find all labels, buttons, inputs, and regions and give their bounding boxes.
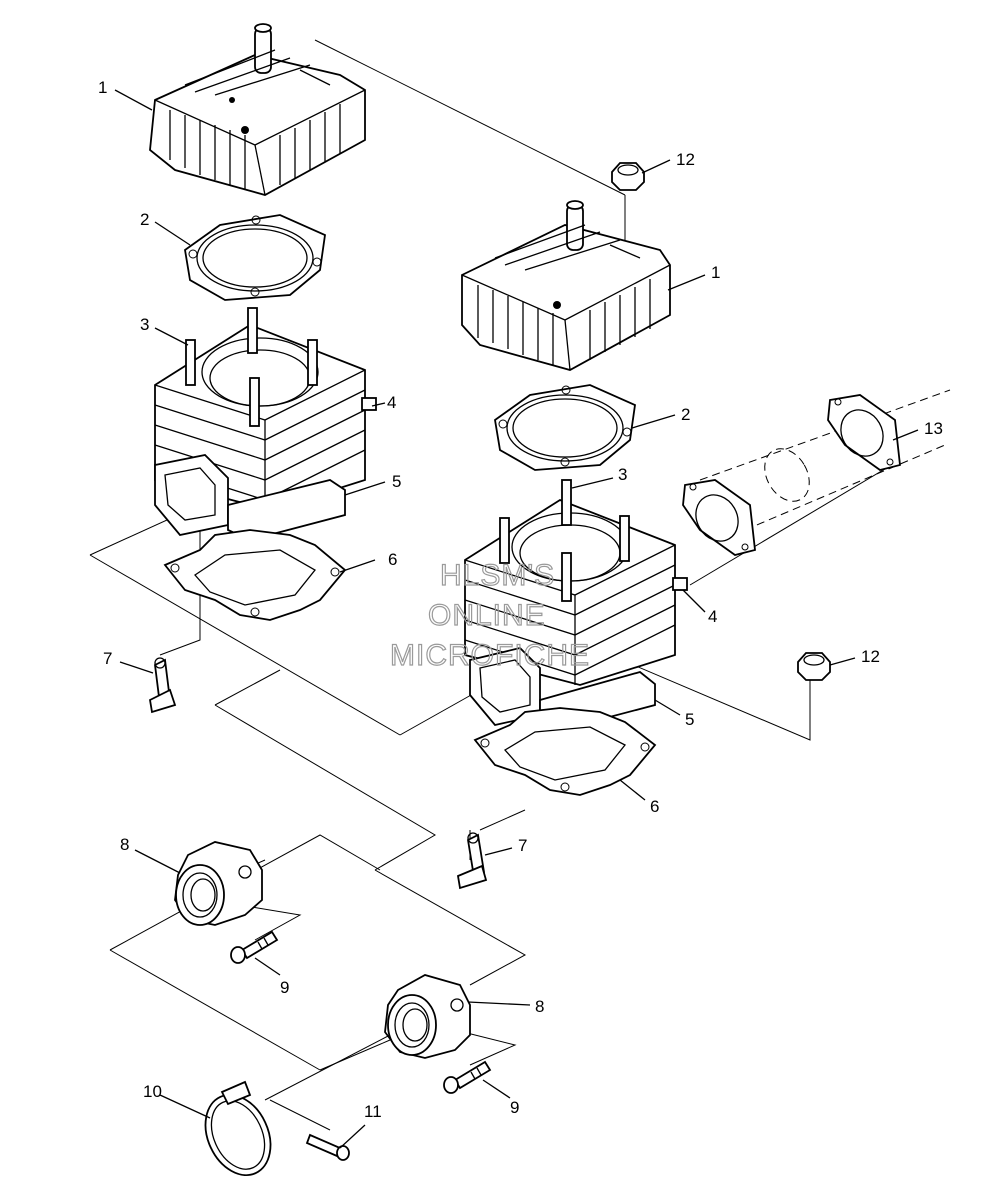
callout-4-left-fitting: 4	[387, 393, 396, 412]
bolt-left	[230, 930, 279, 964]
callout-3-right-stud: 3	[618, 465, 627, 484]
callout-5-right-cylinder: 5	[685, 710, 694, 729]
clamp-screw	[305, 1133, 350, 1161]
callout-6-right-base-gasket: 6	[650, 797, 659, 816]
cylinder-left	[154, 307, 377, 541]
callout-leaders	[114, 89, 919, 1149]
nut-right	[797, 652, 831, 681]
intake-boot-right	[384, 974, 471, 1059]
callout-1-right-head: 1	[711, 263, 720, 282]
hose-clamp	[204, 1080, 272, 1177]
callout-9-right-bolt: 9	[510, 1098, 519, 1117]
callout-numbers: 1 2 3 4 5 6 7 12 1 2 13 3 4 12 5 6 7 8 9…	[98, 78, 943, 1121]
callout-2-left-gasket: 2	[140, 210, 149, 229]
cylinder-head-right	[461, 200, 671, 371]
callout-4-right-fitting: 4	[708, 607, 717, 626]
callout-7-right-nipple: 7	[518, 836, 527, 855]
callout-13-exhaust-gasket: 13	[924, 419, 943, 438]
callout-8-right-boot: 8	[535, 997, 544, 1016]
callout-5-left-cylinder: 5	[392, 472, 401, 491]
cylinder-right	[464, 479, 688, 731]
fitting-left	[149, 657, 177, 714]
watermark-line-3: MICROFICHE	[390, 639, 590, 672]
callout-8-left-boot: 8	[120, 835, 129, 854]
fitting-right	[456, 832, 488, 890]
watermark: HLSM'S ONLINE MICROFICHE	[389, 558, 590, 672]
callout-9-left-bolt: 9	[280, 978, 289, 997]
callout-6-left-base-gasket: 6	[388, 550, 397, 569]
callout-2-right-gasket: 2	[681, 405, 690, 424]
callout-1-left-head: 1	[98, 78, 107, 97]
head-gasket-right	[494, 384, 636, 471]
intake-boot-left	[174, 841, 263, 926]
cylinder-head-left	[149, 23, 366, 196]
bolt-right	[443, 1060, 492, 1094]
callout-3-left-stud: 3	[140, 315, 149, 334]
callout-7-left-nipple: 7	[103, 649, 112, 668]
callout-12-top-nut: 12	[676, 150, 695, 169]
base-gasket-left	[163, 529, 347, 621]
callout-12-right-nut: 12	[861, 647, 880, 666]
watermark-line-1: HLSM'S	[440, 559, 555, 592]
callout-11-screw: 11	[364, 1102, 382, 1121]
watermark-line-2: ONLINE	[428, 599, 546, 632]
head-gasket-left	[184, 214, 326, 301]
callout-10-clamp: 10	[143, 1082, 162, 1101]
nut-top	[611, 162, 645, 191]
base-gasket-right	[473, 707, 657, 796]
exhaust-gaskets	[682, 394, 901, 556]
